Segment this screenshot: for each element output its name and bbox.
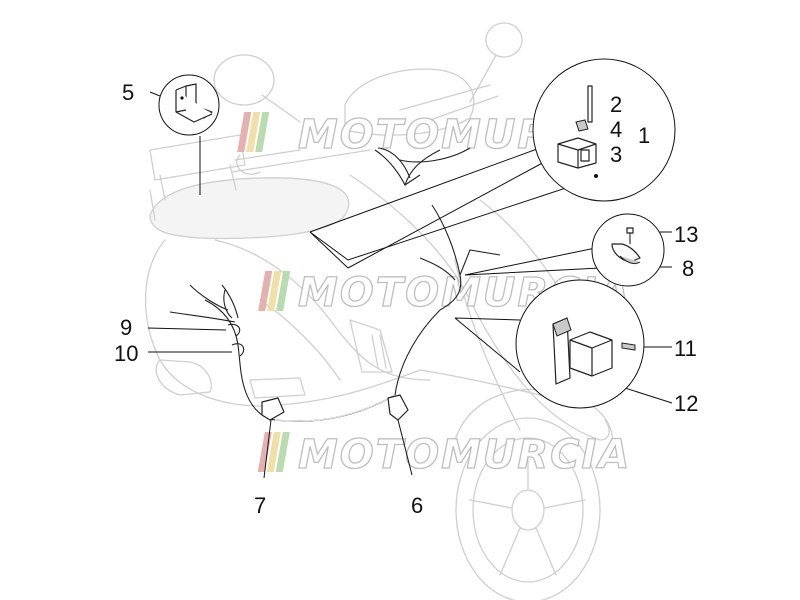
callout-11: 11 — [674, 336, 697, 361]
callout-12: 12 — [674, 391, 698, 416]
part-3-box — [557, 137, 597, 169]
callout-4: 4 — [610, 117, 622, 142]
callout-5: 5 — [122, 80, 134, 105]
part-2-strap — [587, 85, 593, 123]
callout-2: 2 — [610, 92, 622, 117]
part-number-labels: 5 2 4 3 1 13 8 9 10 11 12 7 6 — [114, 80, 698, 518]
callout-9: 9 — [120, 315, 132, 340]
part-4-connector — [575, 119, 589, 132]
part-13-screw — [626, 227, 634, 234]
callout-13: 13 — [674, 222, 698, 247]
part-8-clamp — [611, 243, 641, 263]
callout-detail-module — [515, 279, 645, 409]
callout-detail-bracket — [158, 74, 220, 136]
callout-10: 10 — [114, 341, 138, 366]
part-11-module — [569, 331, 613, 377]
watermark-bottom: MOTOMURCIA — [257, 431, 631, 479]
part-11-screw — [621, 342, 636, 351]
wiring-harness — [169, 147, 501, 422]
callout-detail-clamp — [591, 213, 665, 287]
callout-6: 6 — [411, 493, 423, 518]
callout-3: 3 — [610, 142, 622, 167]
watermark-text-bottom: MOTOMURCIA — [298, 432, 631, 478]
callout-detail-battery — [532, 58, 676, 202]
callout-1: 1 — [638, 123, 650, 148]
callout-7: 7 — [254, 493, 266, 518]
callout-8: 8 — [682, 256, 694, 281]
